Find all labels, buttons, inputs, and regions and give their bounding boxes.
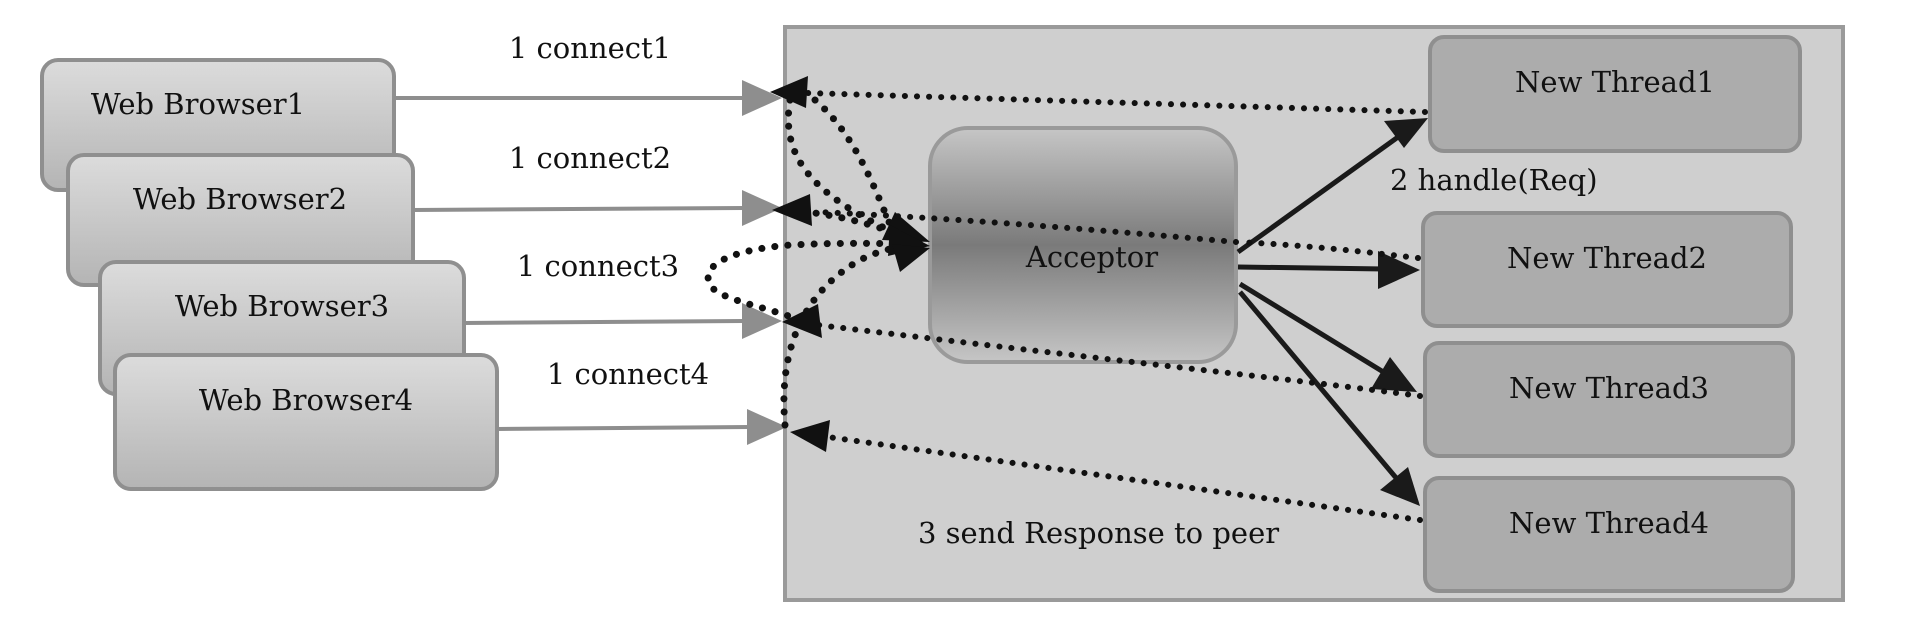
thread-label-1: New Thread1 bbox=[1515, 65, 1715, 99]
thread-node-3: New Thread3 bbox=[1423, 341, 1795, 458]
thread-node-2: New Thread2 bbox=[1421, 211, 1793, 328]
connect-label-1: 1 connect1 bbox=[509, 31, 671, 65]
thread-label-3: New Thread3 bbox=[1509, 371, 1709, 405]
response-label: 3 send Response to peer bbox=[918, 516, 1279, 550]
connect-label-3: 1 connect3 bbox=[517, 249, 679, 283]
browser-label-1: Web Browser1 bbox=[91, 87, 305, 121]
thread-node-1: New Thread1 bbox=[1428, 35, 1802, 153]
browser-label-4: Web Browser4 bbox=[199, 383, 413, 417]
thread-label-2: New Thread2 bbox=[1507, 241, 1707, 275]
handle-label: 2 handle(Req) bbox=[1390, 163, 1598, 197]
connect-arrow-4 bbox=[496, 409, 787, 445]
browser-node-4: Web Browser4 bbox=[113, 353, 499, 491]
thread-node-4: New Thread4 bbox=[1423, 476, 1795, 593]
browser-label-3: Web Browser3 bbox=[175, 289, 389, 323]
connect-arrow-2 bbox=[412, 190, 782, 226]
acceptor-label: Acceptor bbox=[1025, 240, 1158, 274]
response-arrowheads bbox=[770, 76, 830, 452]
dispatch-arrow-4 bbox=[1238, 290, 1420, 506]
dispatch-arrow-3 bbox=[1238, 281, 1417, 392]
connect-arrow-3 bbox=[463, 303, 782, 339]
browser-label-2: Web Browser2 bbox=[133, 182, 347, 216]
accept-arrowheads bbox=[882, 212, 930, 272]
thread-label-4: New Thread4 bbox=[1509, 506, 1709, 540]
dotted-response-links bbox=[805, 90, 1428, 523]
acceptor-node: Acceptor bbox=[928, 126, 1238, 364]
connect-arrow-1 bbox=[394, 80, 782, 116]
browser-node-2: Web Browser2 bbox=[66, 153, 415, 287]
dispatch-arrow-1 bbox=[1236, 118, 1428, 255]
connect-label-4: 1 connect4 bbox=[547, 357, 709, 391]
connect-label-2: 1 connect2 bbox=[509, 141, 671, 175]
dispatch-arrow-2 bbox=[1237, 251, 1420, 289]
